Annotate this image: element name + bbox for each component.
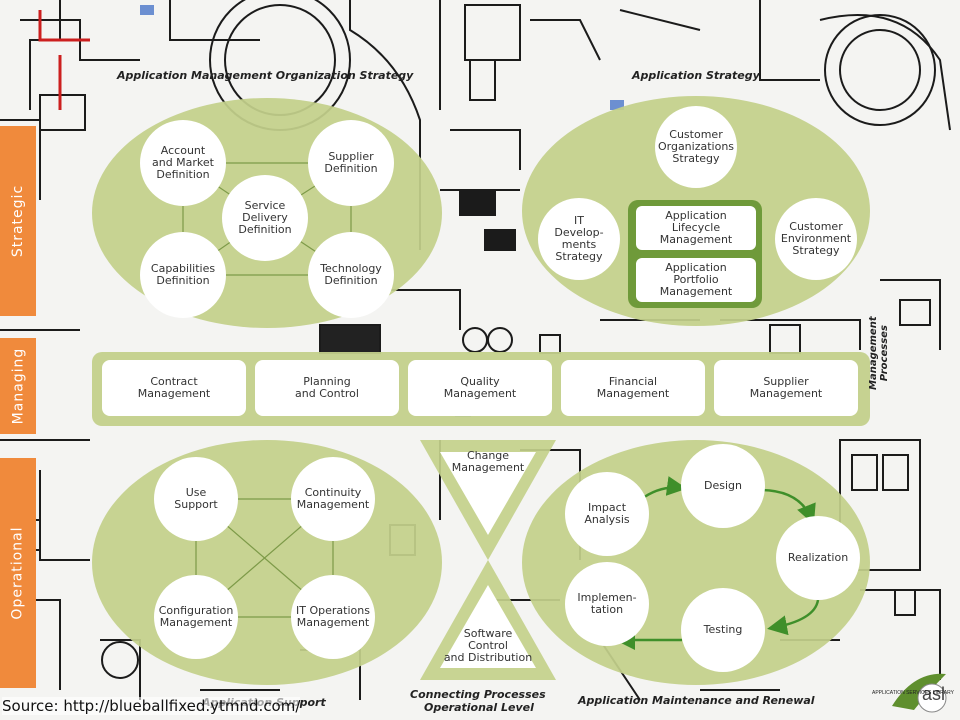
asl-logo-caption: APPLICATION SERVICES LIBRARY [872, 690, 954, 696]
caption-app-mgmt-org-strategy: Application Management Organization Stra… [117, 69, 414, 82]
side-tab-operational: Operational [0, 458, 36, 688]
node-technology-definition: Technology Definition [308, 232, 394, 318]
side-tab-managing: Managing [0, 338, 36, 434]
node-account-market-definition: Account and Market Definition [140, 120, 226, 206]
node-impact-analysis: Impact Analysis [565, 472, 649, 556]
node-implementation: Implemen- tation [565, 562, 649, 646]
node-it-developments-strategy: IT Develop- ments Strategy [538, 198, 620, 280]
node-design: Design [681, 444, 765, 528]
node-supplier-definition: Supplier Definition [308, 120, 394, 206]
asl-logo: asl [884, 666, 954, 716]
node-customer-organizations-strategy: Customer Organizations Strategy [655, 106, 737, 188]
caption-app-strategy: Application Strategy [632, 69, 760, 82]
box-application-portfolio-management: Application Portfolio Management [636, 258, 756, 302]
node-service-delivery-definition: Service Delivery Definition [222, 175, 308, 261]
node-realization: Realization [776, 516, 860, 600]
box-quality-management: Quality Management [408, 360, 552, 416]
node-configuration-management: Configuration Management [154, 575, 238, 659]
caption-app-maintenance-renewal: Application Maintenance and Renewal [578, 694, 815, 707]
caption-connecting-processes: Connecting Processes [410, 688, 546, 701]
box-financial-management: Financial Management [561, 360, 705, 416]
app-support-cluster [92, 440, 442, 685]
asl-logo-text: asl [922, 684, 946, 704]
node-capabilities-definition: Capabilities Definition [140, 232, 226, 318]
node-continuity-management: Continuity Management [291, 457, 375, 541]
asl-logo-mark [892, 673, 947, 713]
box-supplier-management: Supplier Management [714, 360, 858, 416]
node-testing: Testing [681, 588, 765, 672]
box-change-management: Change Management [451, 449, 525, 474]
box-contract-management: Contract Management [102, 360, 246, 416]
box-application-lifecycle-management: Application Lifecycle Management [636, 206, 756, 250]
node-it-operations-management: IT Operations Management [291, 575, 375, 659]
source-credit: Source: http://blueballfixed.ytmnd.com/ [2, 697, 301, 715]
side-tab-strategic: Strategic [0, 126, 36, 316]
box-software-control-distribution: Software Control and Distribution [443, 627, 533, 664]
caption-operational-level: Operational Level [424, 701, 534, 714]
box-planning-and-control: Planning and Control [255, 360, 399, 416]
node-customer-environment-strategy: Customer Environment Strategy [775, 198, 857, 280]
node-use-support: Use Support [154, 457, 238, 541]
